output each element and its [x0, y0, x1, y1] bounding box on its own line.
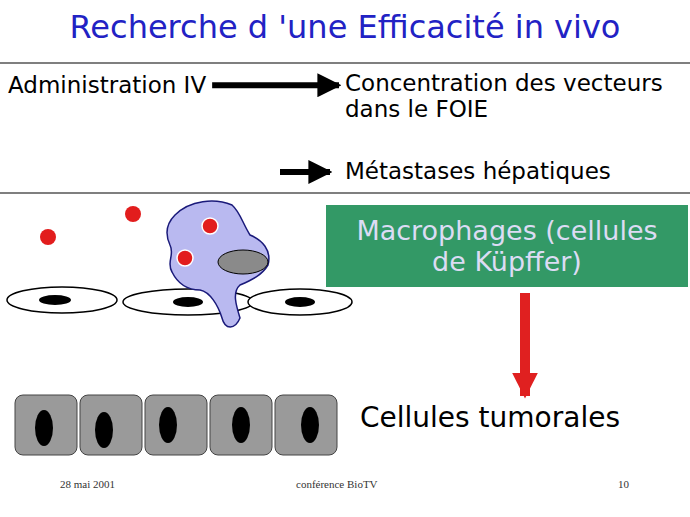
tumor-cells: [15, 395, 337, 455]
node-text: Administration IV: [8, 72, 206, 98]
step-text: Concentration des vecteurs dans le FOIE: [345, 70, 685, 123]
date-label: 28 mai 2001: [60, 478, 115, 490]
node-text: Concentration des vecteurs dans le FOIE: [345, 70, 685, 123]
step-text: Métastases hépatiques: [345, 158, 685, 184]
node-text: Métastases hépatiques: [345, 158, 685, 184]
node-text: Macrophages (cellules de Küpffer): [336, 215, 678, 277]
flow-arrow: [212, 82, 339, 88]
slide-title: Recherche d 'une Efficacité in vivo: [0, 8, 690, 46]
endothelial-cells: [7, 287, 352, 315]
target-text: Cellules tumorales: [360, 402, 685, 434]
footer-label: conférence BioTV: [296, 478, 378, 490]
plain-arrow: [280, 169, 330, 175]
rule-line: [0, 192, 690, 194]
rule-line: [0, 62, 690, 64]
effect-arrow: [520, 293, 530, 396]
node-text: Cellules tumorales: [360, 402, 685, 434]
highlight-box: Macrophages (cellules de Küpffer): [326, 205, 688, 287]
page-number: 10: [618, 478, 629, 490]
macrophage: [167, 201, 269, 327]
vector-particles: [40, 206, 218, 266]
step-text: Administration IV: [8, 72, 206, 98]
